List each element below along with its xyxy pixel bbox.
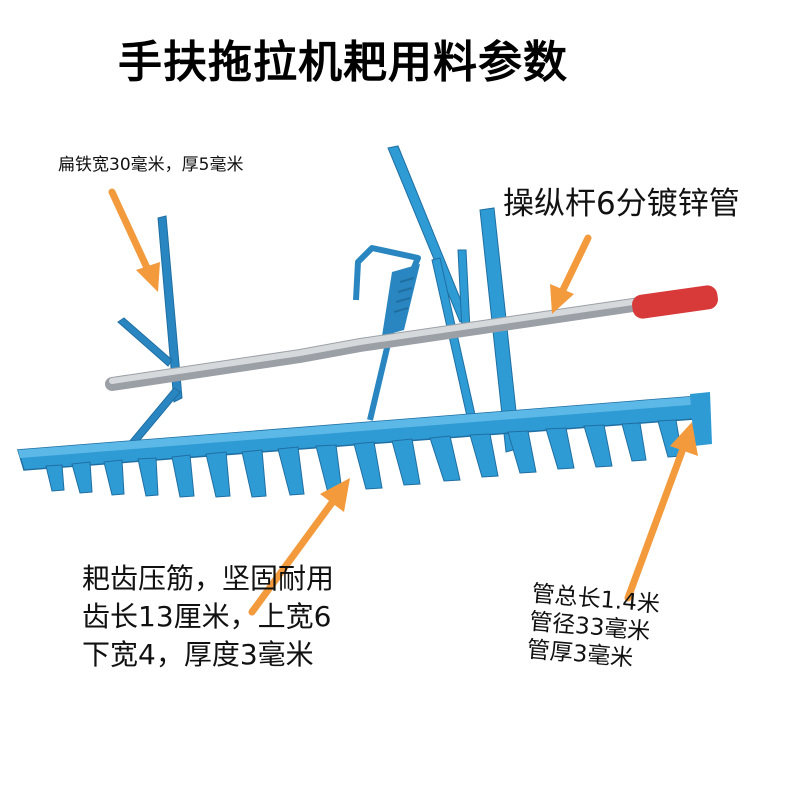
lever-handle-grip bbox=[632, 285, 718, 319]
lever-annotation: 操纵杆6分镀锌管 bbox=[503, 186, 740, 222]
lever-pipe bbox=[105, 285, 718, 391]
pipe-annotation: 管总长1.4米 管径33毫米 管厚3毫米 bbox=[526, 580, 661, 675]
teeth-annotation-line: 齿长13厘米，上宽6 bbox=[82, 600, 332, 633]
arrow-lever bbox=[550, 234, 592, 314]
harrow-bar bbox=[17, 392, 712, 471]
harrow-teeth bbox=[45, 419, 683, 498]
teeth-annotation-line: 耙齿压筋，坚固耐用 bbox=[82, 562, 335, 595]
page-title: 手扶拖拉机耙用料参数 bbox=[118, 37, 568, 88]
notch-plate bbox=[382, 264, 420, 336]
left-bracket bbox=[117, 215, 183, 453]
arrow-teeth bbox=[248, 478, 350, 616]
arrow-pipe bbox=[624, 422, 698, 602]
arrow-flat-iron bbox=[108, 188, 160, 292]
teeth-annotation: 耙齿压筋，坚固耐用 齿长13厘米，上宽6 下宽4，厚度3毫米 bbox=[82, 560, 334, 674]
teeth-annotation-line: 下宽4，厚度3毫米 bbox=[82, 638, 314, 671]
flat-iron-annotation: 扁铁宽30毫米，厚5毫米 bbox=[58, 155, 244, 175]
